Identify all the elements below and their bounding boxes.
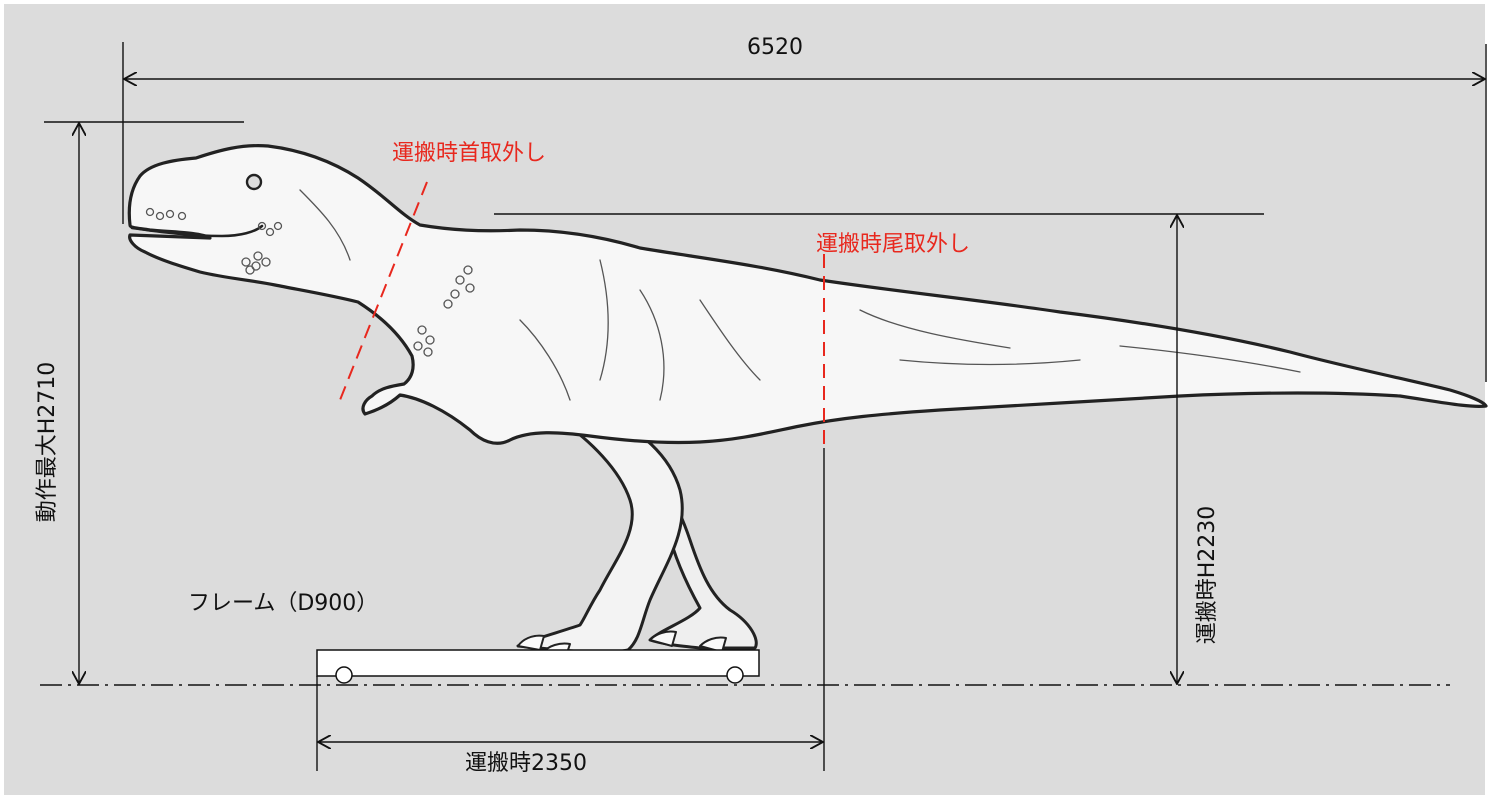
transport-frame bbox=[316, 649, 760, 684]
eye bbox=[245, 173, 263, 191]
transport-length-label: 運搬時2350 bbox=[465, 751, 587, 776]
wheel-left-icon bbox=[335, 666, 353, 684]
wheel-right-icon bbox=[726, 666, 744, 684]
max-height-label: 動作最大H2710 bbox=[35, 362, 60, 523]
transport-height-label: 運搬時H2230 bbox=[1195, 506, 1220, 645]
overall-length-dimension bbox=[122, 42, 1487, 382]
transport-length-dimension bbox=[316, 448, 825, 771]
max-height-dimension bbox=[44, 121, 244, 684]
frame-bar bbox=[316, 649, 760, 677]
neck-removal-label: 運搬時首取外し bbox=[392, 141, 546, 166]
skin-texture bbox=[145, 189, 1301, 401]
tail-removal-label: 運搬時尾取外し bbox=[816, 232, 970, 257]
transport-height-dimension bbox=[494, 213, 1264, 684]
mouth-line bbox=[130, 224, 264, 238]
body-outline bbox=[127, 144, 1488, 445]
overall-length-label: 6520 bbox=[747, 35, 803, 60]
neck-cut-line bbox=[339, 181, 428, 401]
frame-label: フレーム（D900） bbox=[188, 591, 378, 616]
